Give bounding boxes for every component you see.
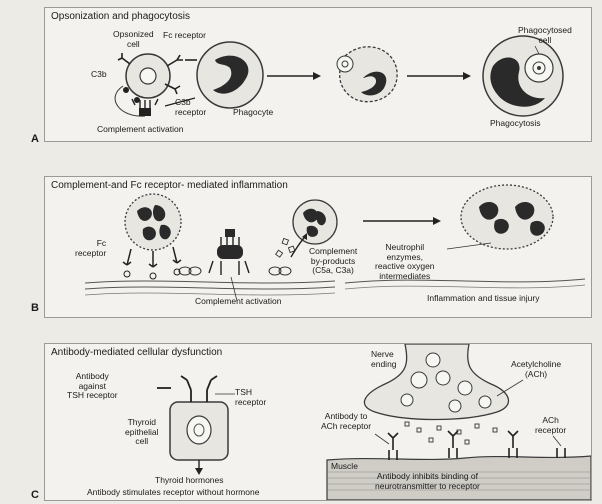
phagocytosed-cell-label: Phagocytosed cell bbox=[518, 25, 572, 45]
tissue-layer bbox=[84, 280, 336, 284]
panel-c: Antibody-mediated cellular dysfunction bbox=[44, 343, 592, 501]
antibody-icon bbox=[157, 375, 218, 391]
panel-c-title: Antibody-mediated cellular dysfunction bbox=[51, 347, 223, 358]
engulfed-cell bbox=[336, 55, 354, 73]
complement-protein-icon bbox=[131, 98, 159, 108]
panel-a-title: Opsonization and phagocytosis bbox=[51, 11, 190, 22]
thyroid-hormones-label: Thyroid hormones bbox=[155, 475, 224, 485]
panel-b: Complement-and Fc receptor- mediated inf… bbox=[44, 176, 592, 318]
engulfing-nucleus bbox=[361, 71, 387, 96]
phagocyte-cell bbox=[196, 41, 264, 109]
complement-complex bbox=[217, 245, 243, 259]
immune-complex bbox=[178, 266, 192, 276]
c3b-dot bbox=[134, 97, 140, 103]
panel-b-letter: B bbox=[31, 302, 39, 314]
vesicles bbox=[400, 352, 492, 413]
opsonized-cell-nucleus bbox=[139, 67, 157, 85]
complement-activation-loop bbox=[114, 85, 146, 117]
complement-activation-label-b: Complement activation bbox=[195, 296, 282, 306]
phagocyte-label: Phagocyte bbox=[233, 107, 274, 117]
ach-molecules bbox=[404, 421, 498, 445]
acetylcholine-label: Acetylcholine (ACh) bbox=[511, 359, 562, 379]
antibody-ach-label: Antibody to ACh receptor bbox=[321, 411, 372, 431]
panel-c-letter: C bbox=[31, 489, 39, 501]
neutrophil-left bbox=[124, 193, 182, 251]
panel-c-illustration bbox=[157, 344, 591, 500]
complement-byproducts-label: Complement by-products (C5a, C3a) bbox=[309, 246, 358, 275]
fc-receptor-label-a: Fc receptor bbox=[163, 30, 206, 40]
stimulates-caption: Antibody stimulates receptor without hor… bbox=[87, 487, 260, 497]
byproduct-fragments bbox=[275, 237, 296, 258]
antibody-icon bbox=[117, 53, 183, 95]
ach-receptor-icon bbox=[388, 448, 566, 460]
ach-receptor-label: ACh receptor bbox=[535, 415, 567, 435]
tsh-receptor-label: TSH receptor bbox=[235, 387, 267, 407]
fc-receptor-label-b: Fc receptor bbox=[75, 238, 107, 258]
c3b-dot bbox=[123, 87, 129, 93]
complement-block bbox=[139, 108, 151, 116]
phagocytosis-nucleus bbox=[490, 57, 545, 107]
fc-receptor-icon bbox=[122, 246, 182, 268]
phagocyte-nucleus bbox=[213, 55, 249, 94]
complement-protein-icon bbox=[208, 237, 250, 275]
panel-a: Opsonization and phagocytosis bbox=[44, 7, 592, 142]
c3b-receptor-link bbox=[164, 97, 196, 107]
antibody-icon bbox=[387, 430, 519, 450]
inflammation-label: Inflammation and tissue injury bbox=[427, 293, 540, 303]
phagocytosed-cell-icon bbox=[532, 61, 546, 75]
tsh-receptor-icon bbox=[190, 390, 208, 402]
nerve-ending-label: Nerve ending bbox=[371, 349, 397, 369]
neutrophil-middle bbox=[292, 199, 338, 245]
panel-a-illustration bbox=[114, 35, 564, 117]
panel-b-illustration bbox=[84, 184, 586, 302]
panel-a-letter: A bbox=[31, 133, 39, 145]
neutrophil-enzymes-label: Neutrophil enzymes, reactive oxygen inte… bbox=[375, 242, 435, 281]
muscle-label: Muscle bbox=[331, 461, 358, 471]
c3b-label: C3b bbox=[91, 69, 107, 79]
panel-b-title: Complement-and Fc receptor- mediated inf… bbox=[51, 180, 288, 191]
c3b-receptor-label: C3b receptor bbox=[175, 97, 207, 117]
opsonized-cell-label: Opsonized cell bbox=[113, 29, 154, 49]
antibody-tsh-label: Antibody against TSH receptor bbox=[67, 371, 118, 400]
nerve-ending bbox=[363, 344, 509, 421]
thyroid-nucleus bbox=[186, 415, 212, 445]
inhibits-caption: Antibody inhibits binding of neurotransm… bbox=[375, 471, 480, 491]
complement-activation-label-a: Complement activation bbox=[97, 124, 184, 134]
phagocytosis-label: Phagocytosis bbox=[490, 118, 541, 128]
thyroid-cell-label: Thyroid epithelial cell bbox=[125, 417, 159, 446]
neutrophil-right bbox=[460, 184, 554, 250]
